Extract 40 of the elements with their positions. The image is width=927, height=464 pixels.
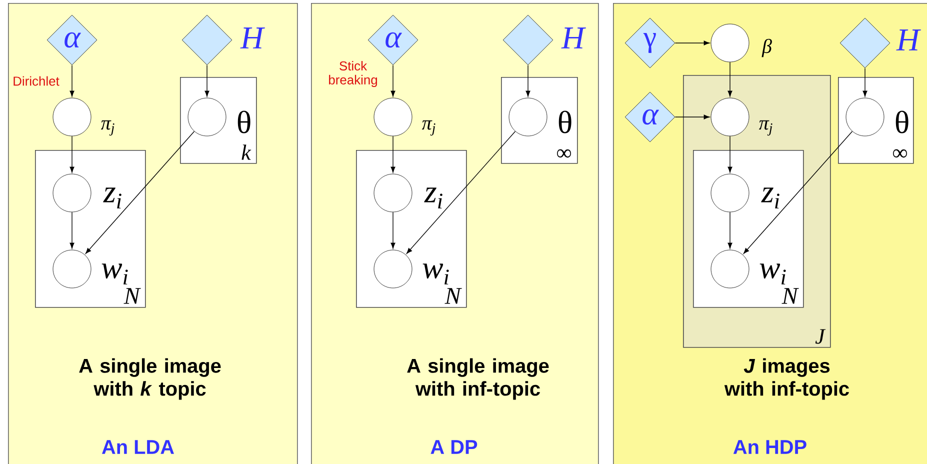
arrow (85, 131, 195, 254)
arrow (390, 212, 396, 249)
variable-label: w$_{i}$ (422, 264, 449, 284)
variable-label: w$_{i}$ (102, 264, 128, 284)
caption-text: A single image with inf-topic (407, 358, 549, 400)
edge-label: Dirichlet (14, 76, 60, 86)
variable-label: π$_{j}$ (100, 120, 114, 136)
variable-label: H (896, 30, 921, 50)
caption-text: J images with inf-topic (724, 358, 849, 400)
arrow (70, 64, 74, 97)
arrow (70, 136, 74, 173)
arrow (728, 212, 732, 249)
variable-label: H (561, 28, 586, 48)
arrow (390, 136, 396, 173)
variable-label: β (762, 38, 772, 58)
arrow (390, 64, 396, 97)
arrow (526, 64, 530, 97)
arrow (674, 40, 710, 46)
arrow (743, 131, 853, 254)
variable-label: z$_{i}$ (761, 188, 780, 208)
variable-label: θ (896, 110, 908, 134)
model-title: A DP (430, 440, 478, 454)
model-title: An LDA (102, 440, 174, 454)
arrow (728, 136, 732, 173)
arrow (674, 114, 710, 120)
variable-label: θ (238, 110, 250, 134)
arrow (70, 212, 74, 249)
variable-label: π$_{j}$ (422, 120, 436, 136)
variable-label: π$_{j}$ (758, 120, 772, 136)
model-title: An HDP (733, 440, 806, 454)
variable-label: H (240, 28, 265, 48)
caption-text: A single image with k topic (79, 358, 221, 400)
variable-label: θ (558, 110, 572, 134)
arrow (728, 62, 732, 97)
variable-label: w$_{i}$ (760, 264, 786, 284)
arrow (406, 131, 516, 254)
arrow (204, 64, 210, 97)
arrow (862, 68, 868, 97)
variable-label: z$_{i}$ (424, 188, 442, 208)
variable-label: z$_{i}$ (103, 188, 122, 208)
